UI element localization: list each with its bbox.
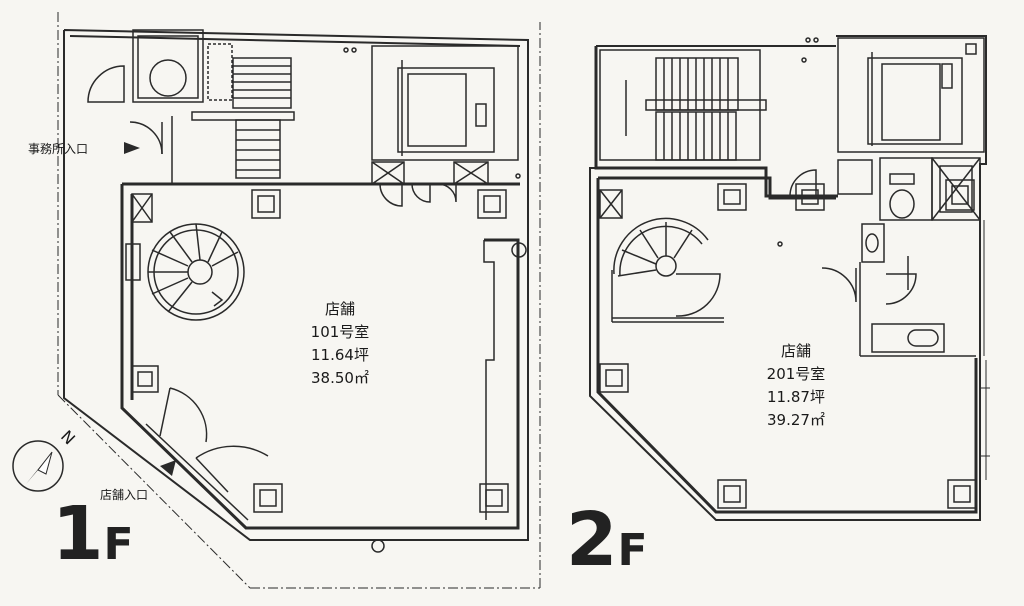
- floor2-room-number: 201号室: [766, 365, 826, 383]
- floor2-shop-walls: [596, 176, 978, 514]
- floor2-marker-number: 2: [566, 497, 618, 583]
- floor1-office-entrance-arrow: [124, 142, 140, 154]
- floor2-toilet: [821, 157, 981, 357]
- floor1-room-type: 店舗: [324, 300, 355, 318]
- floor2-plan: [589, 35, 990, 521]
- floor1-hall: [371, 161, 489, 207]
- floor1-marker-number: 1: [52, 491, 104, 577]
- floor2-room-label: 店舗 201号室 11.87坪 39.27㎡: [746, 340, 846, 432]
- floor2-columns: [599, 179, 977, 509]
- floor2-room-area: 39.27㎡: [767, 411, 825, 429]
- floor1-shop-doors: [145, 387, 269, 521]
- floor1-marker-suffix: F: [103, 519, 134, 570]
- floor2-spiral-stair: [611, 217, 724, 323]
- floor1-marker: 1F: [52, 494, 134, 574]
- floor1-room-number: 101号室: [310, 323, 370, 341]
- floor2-room-type: 店舗: [780, 342, 811, 360]
- floor1-room-tsubo: 11.64坪: [311, 346, 369, 364]
- floor1-ac-unit: [132, 29, 233, 103]
- floor2-marker: 2F: [566, 500, 648, 580]
- floor2-outer-wall: [589, 35, 987, 521]
- floor1-door-arc: [87, 65, 125, 103]
- floor1-room-label: 店舗 101号室 11.64坪 38.50㎡: [290, 298, 390, 390]
- floor2-elevator: [837, 37, 985, 153]
- floor1-room-area: 38.50㎡: [311, 369, 369, 387]
- floor1-spiral-stair: [147, 223, 245, 321]
- floor1-outer-wall: [63, 29, 529, 541]
- floor2-marker-suffix: F: [617, 525, 648, 576]
- floor1-office-door: [129, 116, 173, 184]
- floor1-site-boundary: [57, 12, 541, 589]
- floor1-shop-entrance-arrow: [160, 460, 176, 476]
- floor1-plan: [57, 12, 541, 589]
- floor2-stair: [625, 57, 767, 161]
- shop-entrance-label: 店舗入口: [100, 488, 149, 502]
- floor1-columns: [131, 189, 509, 513]
- floor1-elevator: [371, 45, 519, 161]
- floor1-stair: [191, 57, 295, 179]
- office-entrance-label: 事務所入口: [28, 142, 89, 156]
- compass-icon: [12, 440, 64, 492]
- floor2-room-tsubo: 11.87坪: [767, 388, 825, 406]
